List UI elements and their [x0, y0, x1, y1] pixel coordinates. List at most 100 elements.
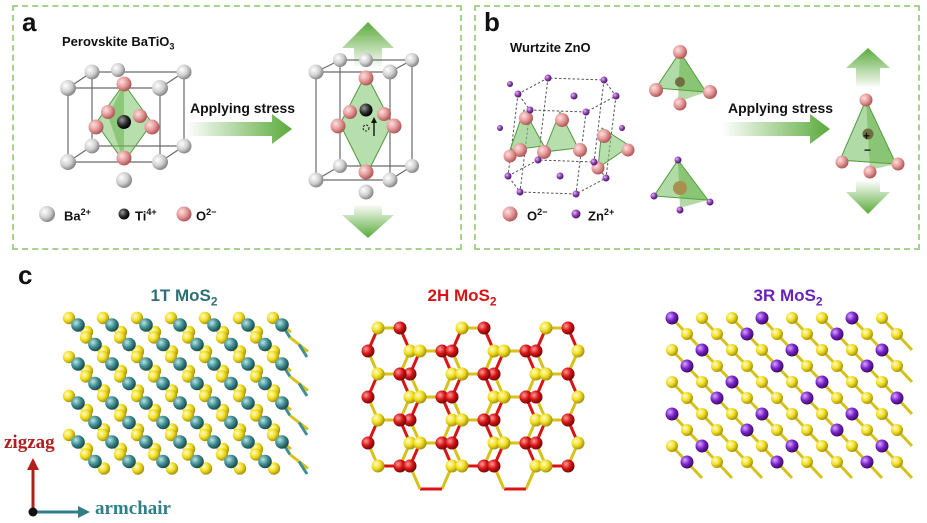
s-atom [741, 456, 753, 468]
mo-atom [561, 367, 575, 381]
mo-atom [561, 321, 575, 335]
s-atom [786, 312, 798, 324]
s-atom [771, 424, 783, 436]
mo-atom [830, 327, 844, 341]
s-atom [529, 459, 543, 473]
s-atom [876, 376, 888, 388]
mo-atom [173, 318, 187, 332]
stress-down-arrow-b [846, 180, 890, 214]
stress-up-arrow-b [846, 48, 890, 88]
mo-atom [156, 415, 170, 430]
bond [297, 382, 309, 397]
mo-atom [361, 390, 375, 404]
mo-atom [241, 357, 255, 371]
mo-atom [190, 337, 204, 352]
s-atom [130, 350, 144, 364]
wurtzite-lattice [497, 74, 635, 198]
s-atom [696, 408, 708, 420]
mo-atom [445, 344, 459, 358]
s-atom [876, 408, 888, 420]
mo-atom [435, 436, 449, 450]
s-atom [97, 462, 111, 475]
s-atom [371, 321, 385, 335]
s-atom [445, 459, 459, 473]
s-atom [249, 448, 263, 461]
mo-atom [710, 391, 724, 405]
mo-atom [529, 344, 543, 358]
s-atom [816, 344, 828, 356]
s-atom [96, 311, 110, 325]
positive-charge-symbol: + [863, 129, 870, 143]
s-atom [786, 408, 798, 420]
mo-atom [173, 396, 187, 410]
bond [289, 414, 300, 424]
negative-charge-symbol: − [864, 143, 871, 157]
panel-a-arrow-label: Applying stress [190, 100, 296, 116]
mo-atom [139, 318, 153, 332]
s-atom [79, 331, 93, 344]
s-atom [846, 440, 858, 452]
legend-o-label: O2− [196, 207, 217, 224]
s-atom [741, 392, 753, 404]
s-atom [726, 440, 738, 452]
axis-origin [28, 507, 38, 517]
mo-atom [173, 357, 187, 371]
s-atom [79, 370, 93, 383]
mo-atom [88, 454, 102, 469]
mo-atom [487, 367, 501, 381]
s-atom [215, 331, 229, 344]
mo-atom [770, 359, 784, 373]
s-atom [266, 428, 280, 442]
axis-indicator [27, 458, 90, 518]
s-atom [232, 389, 246, 403]
mo-atom [224, 376, 238, 391]
s-atom [726, 408, 738, 420]
s-atom [539, 459, 553, 473]
bond [297, 421, 309, 436]
s-atom [130, 428, 144, 442]
mo-atom [241, 318, 255, 332]
s-atom [539, 413, 553, 427]
s-atom [147, 370, 161, 383]
s-atom [164, 311, 178, 325]
s-atom [666, 440, 678, 452]
s-atom [130, 311, 144, 325]
s-atom [831, 360, 843, 372]
s-atom [371, 413, 385, 427]
s-atom [487, 436, 501, 450]
s-atom [249, 409, 263, 422]
mo-atom [890, 391, 904, 405]
mo-atom [860, 359, 874, 373]
mo-atom [190, 454, 204, 469]
s-atom [130, 389, 144, 403]
mo-atom [258, 337, 272, 352]
s-atom [786, 376, 798, 388]
mo-atom [71, 396, 85, 410]
s-atom [846, 344, 858, 356]
o-ion-icon [176, 206, 192, 222]
mo-atom [139, 357, 153, 371]
s-atom [215, 409, 229, 422]
mo-atom [207, 357, 221, 371]
mo-atom [393, 321, 407, 335]
s-atom [571, 436, 585, 450]
stress-up-arrow [342, 22, 394, 68]
s-atom [696, 312, 708, 324]
mo-atom [105, 396, 119, 410]
mo-atom [755, 407, 769, 421]
o-ion-icon-b [502, 206, 518, 222]
s-atom [529, 413, 543, 427]
mo-atom [156, 454, 170, 469]
ti-ion-icon [118, 208, 130, 220]
s-atom [445, 413, 459, 427]
mo-atom [393, 413, 407, 427]
bond [297, 460, 309, 475]
mo-atom [740, 423, 754, 437]
s-atom [62, 311, 76, 325]
s-atom [164, 428, 178, 442]
s-atom [861, 392, 873, 404]
mo-atom [393, 459, 407, 473]
panel-a-letter: a [22, 7, 37, 37]
mo-atom [487, 413, 501, 427]
s-atom [165, 462, 179, 475]
